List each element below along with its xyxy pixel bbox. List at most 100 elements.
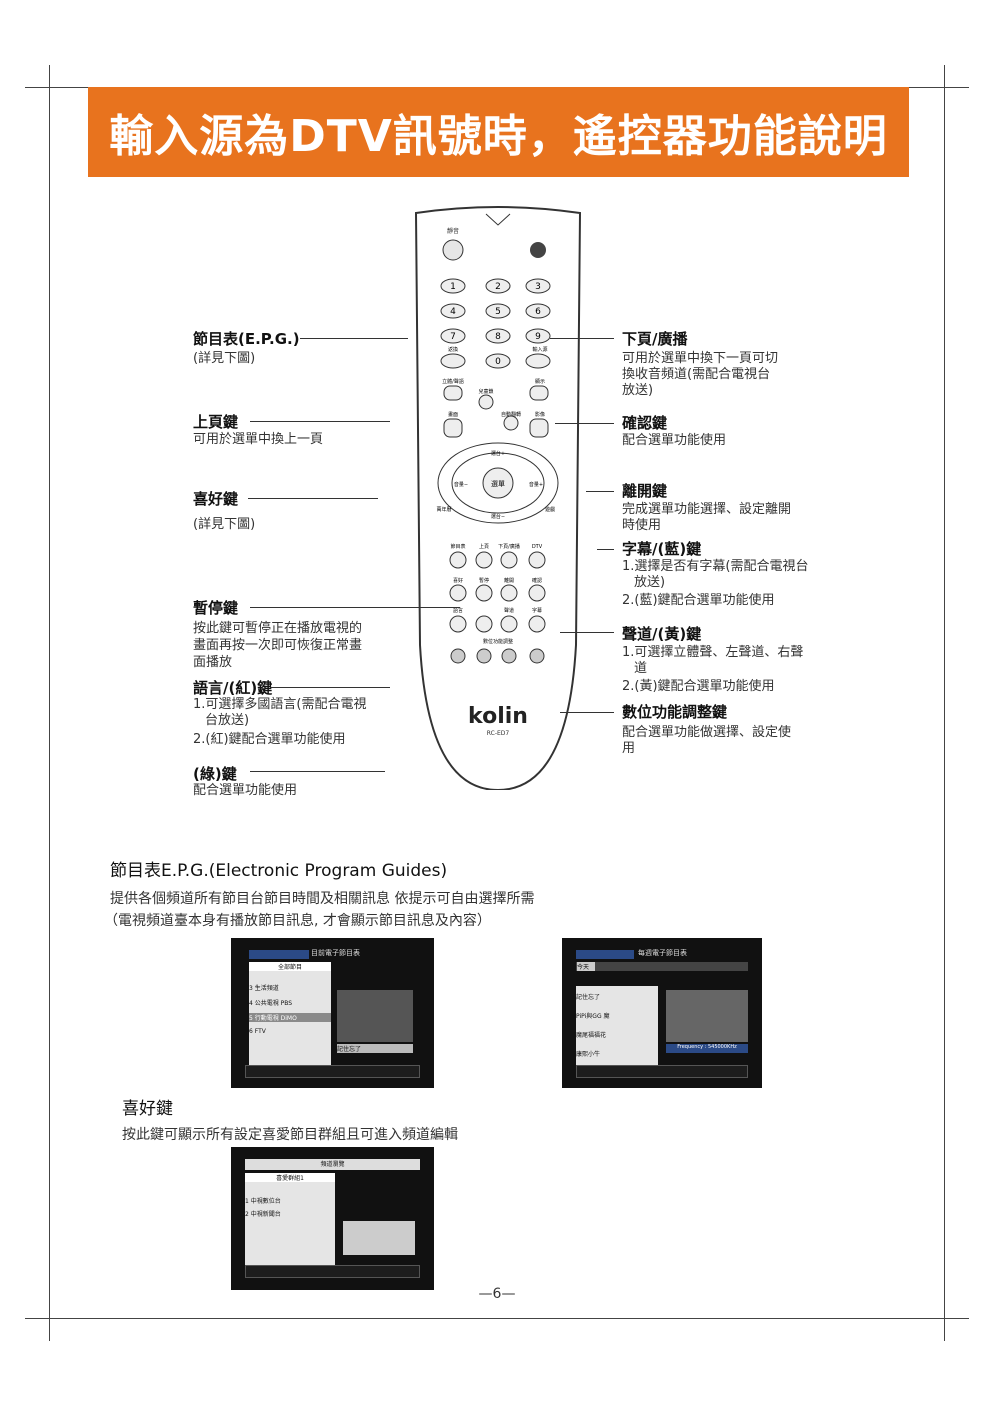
audio-callout-desc: 道	[634, 661, 648, 676]
vol-plus-label: 音量+	[529, 481, 543, 488]
digit-7: 7	[450, 332, 456, 342]
game-label: 遊戲	[545, 506, 555, 513]
digit-6: 6	[535, 307, 541, 317]
fav-list-item: 2 中視新聞台	[245, 1211, 281, 1218]
calendar-label: 萬年曆	[436, 506, 451, 513]
ok-callout-desc: 配合選單功能使用	[622, 433, 727, 448]
input-label: 輸入源	[532, 346, 547, 353]
subtitle-callout-desc: 2.(藍)鍵配合選單功能使用	[622, 593, 775, 608]
green-callout-desc: 配合選單功能使用	[193, 783, 298, 798]
dtv-label: DTV	[532, 544, 543, 550]
pgdn-callout-title: 下頁/廣播	[622, 330, 688, 348]
epg-section-text: 提供各個頻道所有節目台節目時間及相關訊息 依提示可自由選擇所需	[110, 891, 535, 907]
fav-section-title: 喜好鍵	[122, 1099, 173, 1119]
epg-frequency: Frequency : 545000KHz	[666, 1044, 748, 1053]
exit-label: 離開	[504, 577, 514, 584]
connector	[250, 421, 390, 422]
digital-adj-label: 數位功能調整	[483, 638, 513, 645]
epg-weekly-item: 魔尾福福花	[576, 1032, 607, 1039]
ok-callout-title: 確認鍵	[622, 414, 668, 432]
epg-weekly-header: 每週電子節目表	[638, 949, 687, 957]
fav-list-item: 1 中視數位台	[245, 1198, 281, 1205]
fav-screenshot: 頻道瀏覽 喜愛群組1 1 中視數位台 2 中視新聞台	[231, 1147, 434, 1290]
audio-callout-title: 聲道/(黃)鍵	[622, 625, 702, 643]
back-label: 返換	[448, 346, 458, 353]
connector	[597, 549, 614, 550]
ok-label: 確認	[532, 577, 542, 584]
audio-callout-desc: 2.(黃)鍵配合選單功能使用	[622, 679, 775, 694]
subtitle-label: 字幕	[532, 607, 542, 614]
image-label: 影像	[535, 411, 545, 418]
ch-down-label: 選台−	[491, 513, 505, 520]
audio-callout-desc: 1.可選擇立體聲、左聲道、右聲	[622, 645, 804, 660]
digit-9: 9	[535, 332, 541, 342]
digit-0: 0	[495, 357, 501, 367]
digit-3: 3	[535, 282, 541, 292]
epg-callout-desc: (詳見下圖)	[193, 351, 256, 366]
mute-label: 靜音	[447, 227, 459, 235]
connector	[300, 338, 408, 339]
menu-label: 選單	[491, 479, 505, 488]
epg-list-item: 5 行動電視 DiMO	[249, 1013, 331, 1022]
digit-2: 2	[495, 282, 501, 292]
connector	[250, 607, 460, 608]
digit-8: 8	[495, 332, 501, 342]
epg-list-item: 3 生活頻道	[249, 985, 279, 992]
green-callout-title: (綠)鍵	[193, 765, 237, 783]
lang-callout-desc: 1.可選擇多國語言(需配合電視	[193, 697, 367, 712]
pgup-callout-desc: 可用於選單中換上一頁	[193, 432, 324, 447]
epg-callout-title: 節目表(E.P.G.)	[193, 330, 300, 348]
epg-list-title: 全部節目	[249, 962, 331, 971]
fav-callout-desc: (詳見下圖)	[193, 517, 256, 532]
adj-callout-desc: 配合選單功能做選擇、設定使	[622, 725, 792, 740]
page-title-banner: 輸入源為DTV訊號時，遙控器功能說明	[88, 87, 909, 177]
kids-label: 兒童鎖	[478, 388, 493, 395]
auto-label: 自動翻轉	[501, 411, 521, 418]
remote-control-illustration: 靜音 1 2 3 4 5 6 7 8 9 0 返換 輸入源 立體/聲語 兒童鎖 …	[414, 206, 582, 790]
fav-callout-title: 喜好鍵	[193, 490, 239, 508]
fav-section-text: 按此鍵可顯示所有設定喜愛節目群組且可進入頻道編輯	[122, 1127, 458, 1143]
connector	[248, 498, 378, 499]
epg-weekly-item: 記住忘了	[576, 994, 601, 1001]
digit-4: 4	[450, 307, 456, 317]
pause-label: 暫停	[479, 577, 489, 584]
digit-keys: 1 2 3 4 5 6 7 8 9 0	[440, 278, 551, 369]
adj-callout-title: 數位功能調整鍵	[622, 703, 728, 721]
crop-mark	[944, 65, 945, 1341]
freeze-label: 立體/聲語	[442, 378, 464, 385]
fav-group: 喜愛群組1	[245, 1173, 335, 1182]
epg-screen-header: 目前電子節目表	[311, 949, 360, 957]
connector	[555, 423, 614, 424]
fav-label: 喜好	[453, 577, 463, 584]
crop-mark	[25, 1318, 969, 1319]
subtitle-callout-title: 字幕/(藍)鍵	[622, 540, 702, 558]
display-label: 顯示	[535, 379, 545, 385]
page-title: 輸入源為DTV訊號時，遙控器功能說明	[109, 111, 888, 162]
connector	[560, 712, 614, 713]
epg-today-tab[interactable]: 今天	[577, 962, 595, 971]
pgdn-callout-desc: 可用於選單中換下一頁可切	[622, 351, 779, 366]
lang-callout-desc: 台放送)	[205, 713, 250, 728]
brand-logo: kolin	[468, 704, 528, 729]
pgup-callout-title: 上頁鍵	[193, 413, 239, 431]
epg-caption: 記住忘了	[337, 1044, 413, 1053]
lang-label: 語言	[453, 607, 463, 614]
pgdn-callout-desc: 放送)	[622, 383, 654, 398]
audio-label: 聲道	[504, 607, 514, 614]
pause-callout-title: 暫停鍵	[193, 599, 239, 617]
connector	[560, 632, 614, 633]
connector	[550, 338, 614, 339]
epg-list-item: 6 FTV	[249, 1028, 266, 1035]
epg-section-text: （電視頻道臺本身有播放節目訊息, 才會顯示節目訊息及內容）	[104, 913, 491, 929]
epg-label: 節目表	[450, 543, 465, 550]
digit-1: 1	[450, 282, 456, 292]
exit-callout-desc: 時使用	[622, 518, 662, 533]
crop-mark	[49, 65, 50, 1341]
connector	[586, 491, 614, 492]
epg-weekly-item: PiPi與GG 魔	[576, 1013, 610, 1020]
connector	[270, 687, 390, 688]
exit-callout-title: 離開鍵	[622, 482, 668, 500]
pgdn-label: 下頁/廣播	[498, 543, 520, 550]
vol-minus-label: 音量−	[454, 481, 468, 488]
digit-5: 5	[495, 307, 501, 317]
